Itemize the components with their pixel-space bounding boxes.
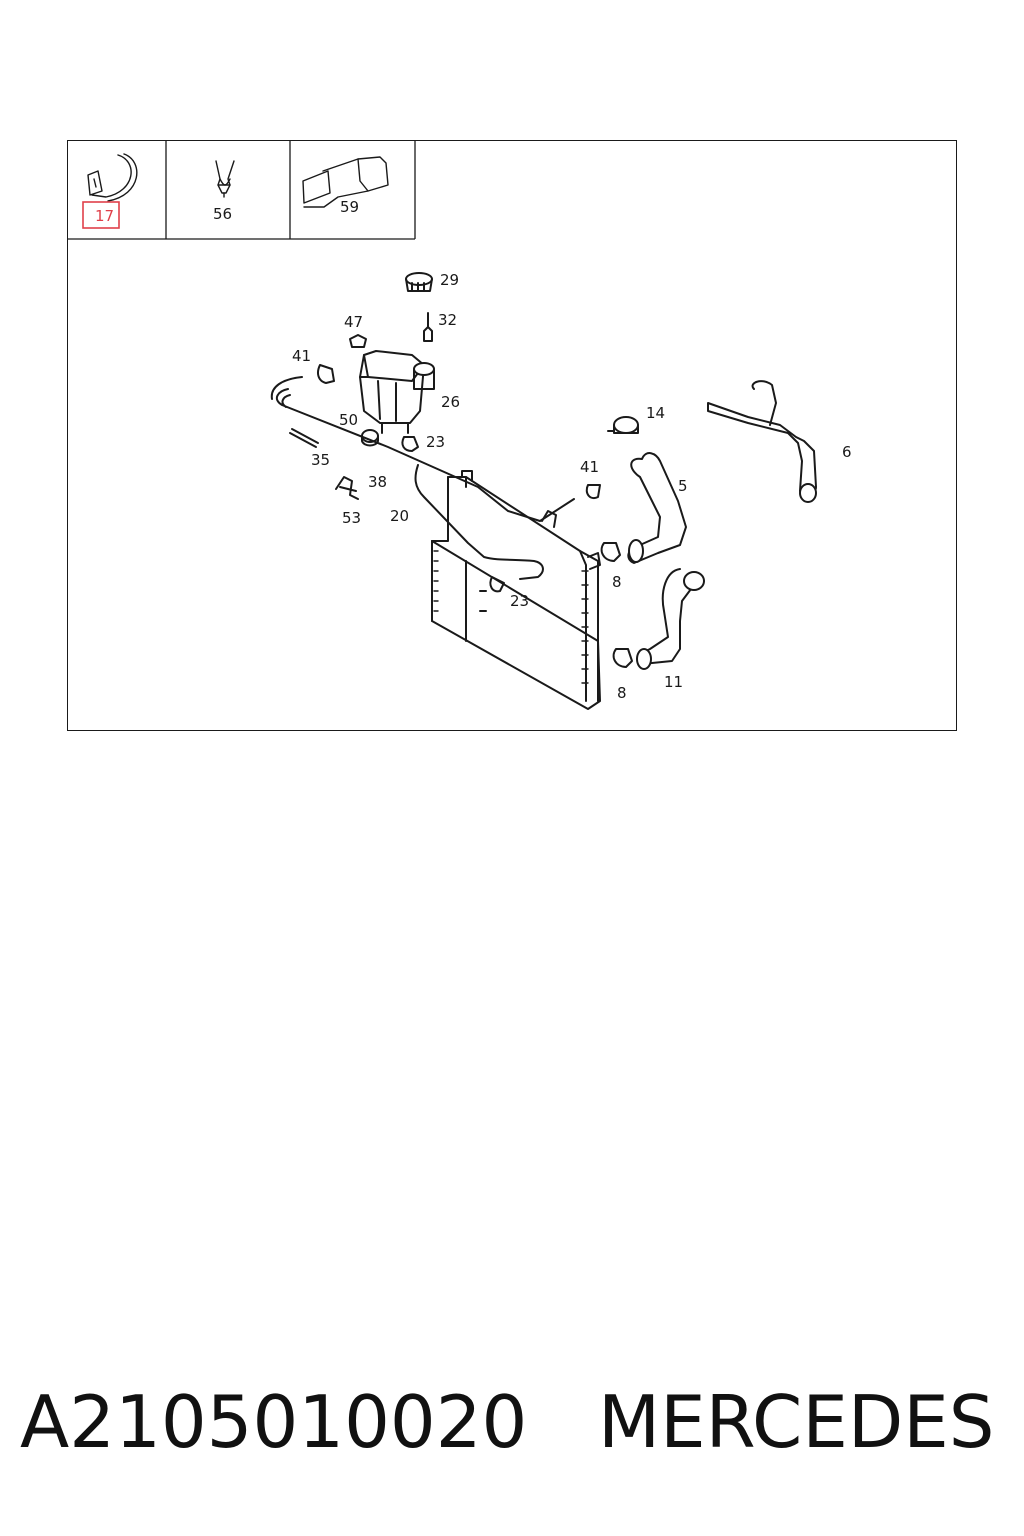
callout-47: 47 (344, 313, 363, 331)
part-number: A2105010020 (20, 1380, 528, 1464)
inset-row (68, 141, 416, 240)
callout-20: 20 (390, 507, 409, 525)
inset-bracket-59[interactable]: 59 (302, 156, 389, 216)
inset-label-17: 17 (95, 207, 114, 225)
callout-41-left: 41 (292, 347, 311, 365)
callout-5: 5 (678, 477, 688, 495)
callout-53: 53 (342, 509, 361, 527)
callout-50: 50 (339, 411, 358, 429)
inset-label-59: 59 (340, 198, 359, 216)
callout-6: 6 (842, 443, 852, 461)
footer: A2105010020 MERCEDES (0, 1372, 1024, 1482)
callout-8-top: 8 (612, 573, 622, 591)
callout-23-top: 23 (426, 433, 445, 451)
callout-29: 29 (440, 271, 459, 289)
inset-label-56: 56 (213, 205, 232, 223)
callout-14: 14 (646, 404, 665, 422)
callout-35: 35 (311, 451, 330, 469)
callout-11: 11 (664, 673, 683, 691)
callout-41-right: 41 (580, 458, 599, 476)
parts-diagram: 17 56 59 (67, 140, 957, 731)
inset-clamp-17[interactable]: 17 (82, 153, 138, 229)
callout-8-bottom: 8 (617, 684, 627, 702)
callout-labels: 29 47 32 41 26 50 23 14 6 35 38 41 5 53 … (292, 271, 852, 702)
callout-38: 38 (368, 473, 387, 491)
inset-clip-56[interactable]: 56 (213, 160, 235, 223)
cooling-assembly (270, 272, 817, 710)
callout-26: 26 (441, 393, 460, 411)
brand-name: MERCEDES (598, 1380, 995, 1464)
highlight-box (82, 201, 120, 229)
callout-23-bottom: 23 (510, 592, 529, 610)
callout-32: 32 (438, 311, 457, 329)
